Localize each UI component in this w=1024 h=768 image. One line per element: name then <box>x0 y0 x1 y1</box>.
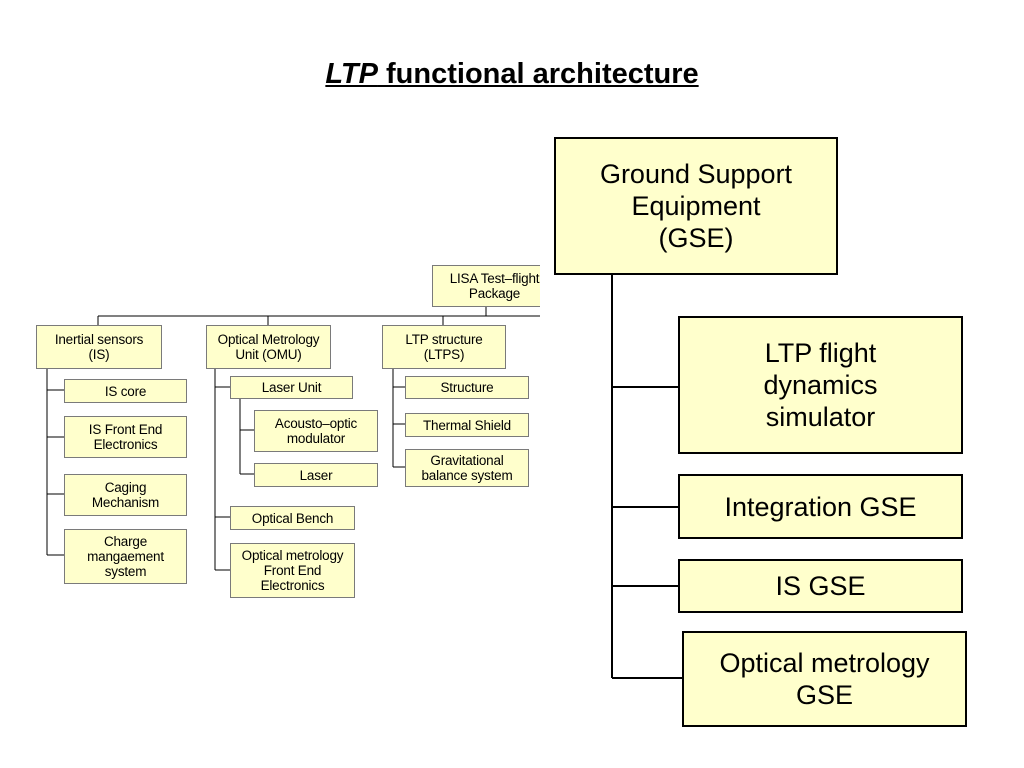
node-caging: Caging Mechanism <box>64 474 187 516</box>
node-integration-gse: Integration GSE <box>678 474 963 539</box>
node-ltps: LTP structure (LTPS) <box>382 325 506 369</box>
node-thermal-shield: Thermal Shield <box>405 413 529 437</box>
node-optical-bench: Optical Bench <box>230 506 355 530</box>
node-optical-metrology-gse: Optical metrology GSE <box>682 631 967 727</box>
node-is-core: IS core <box>64 379 187 403</box>
node-acousto-optic: Acousto–optic modulator <box>254 410 378 452</box>
node-gse-root: Ground Support Equipment (GSE) <box>554 137 838 275</box>
node-structure: Structure <box>405 376 529 399</box>
title-ltp: LTP <box>325 58 378 90</box>
node-charge-management: Charge mangaement system <box>64 529 187 584</box>
node-omu: Optical Metrology Unit (OMU) <box>206 325 331 369</box>
node-laser: Laser <box>254 463 378 487</box>
node-is-gse: IS GSE <box>678 559 963 613</box>
node-gravitational: Gravitational balance system <box>405 449 529 487</box>
node-flight-dynamics-simulator: LTP flight dynamics simulator <box>678 316 963 454</box>
node-is-front-end: IS Front End Electronics <box>64 416 187 458</box>
node-laser-unit: Laser Unit <box>230 376 353 399</box>
node-lisa-package: LISA Test–flight Package <box>432 265 540 307</box>
title-rest: functional architecture <box>377 58 699 90</box>
node-inertial-sensors: Inertial sensors (IS) <box>36 325 162 369</box>
node-om-front-end: Optical metrology Front End Electronics <box>230 543 355 598</box>
left-tree-area: LISA Test–flight Package Inertial sensor… <box>36 265 540 598</box>
slide-title: LTP functional architecture <box>0 58 1024 91</box>
